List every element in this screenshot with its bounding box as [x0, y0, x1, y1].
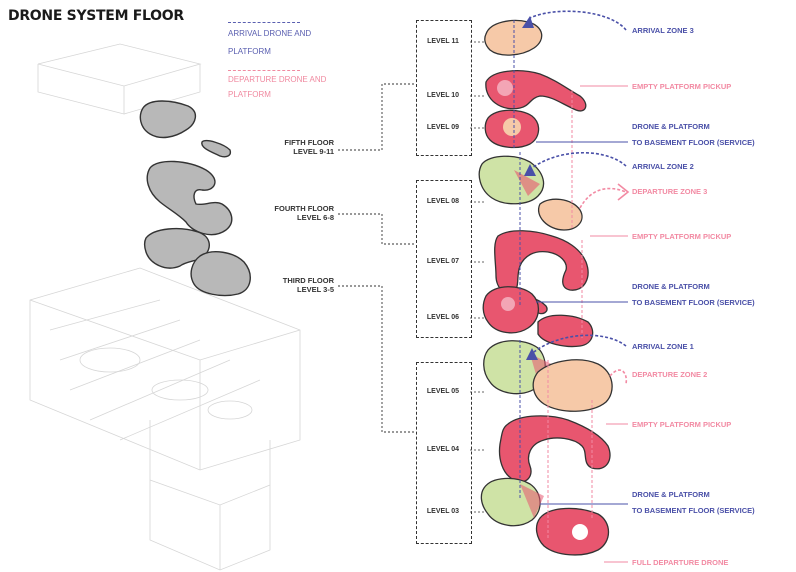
- level-label-05: LEVEL 05: [413, 388, 473, 395]
- level-label-07: LEVEL 07: [413, 258, 473, 265]
- level-09-platform: [485, 110, 538, 147]
- annotation-service-3-line2: TO BASEMENT FLOOR (SERVICE): [632, 506, 755, 516]
- annotation-service-3: DRONE & PLATFORM TO BASEMENT FLOOR (SERV…: [632, 490, 755, 516]
- level-label-10: LEVEL 10: [413, 92, 473, 99]
- level-label-09: LEVEL 09: [413, 124, 473, 131]
- floor-label-fourth: FOURTH FLOOR LEVEL 6-8: [262, 204, 334, 222]
- floor-label-fifth-name: FIFTH FLOOR: [262, 138, 334, 147]
- level-03-platform: [481, 478, 608, 555]
- annotation-arrival-zone-3: ARRIVAL ZONE 3: [632, 26, 694, 36]
- level-06-platform: [483, 287, 592, 347]
- annotation-empty-pickup-1: EMPTY PLATFORM PICKUP: [632, 82, 731, 92]
- annotation-service-2: DRONE & PLATFORM TO BASEMENT FLOOR (SERV…: [632, 282, 755, 308]
- annotation-service-1-line1: DRONE & PLATFORM: [632, 122, 755, 132]
- level-label-04: LEVEL 04: [413, 446, 473, 453]
- floor-label-fourth-name: FOURTH FLOOR: [262, 204, 334, 213]
- level-08-peach: [539, 199, 582, 230]
- level-label-08: LEVEL 08: [413, 198, 473, 205]
- level-connectors: [470, 42, 484, 512]
- annotation-service-3-line1: DRONE & PLATFORM: [632, 490, 755, 500]
- level-10-platform: [486, 71, 586, 111]
- annotation-departure-zone-2: DEPARTURE ZONE 2: [632, 370, 707, 380]
- annotation-service-1: DRONE & PLATFORM TO BASEMENT FLOOR (SERV…: [632, 122, 755, 148]
- floor-label-fourth-levels: LEVEL 6-8: [262, 213, 334, 222]
- floor-label-fifth-levels: LEVEL 9-11: [262, 147, 334, 156]
- departure-arcs: [580, 189, 626, 384]
- annotation-departure-zone-3: DEPARTURE ZONE 3: [632, 187, 707, 197]
- level-label-11: LEVEL 11: [413, 38, 473, 45]
- annotation-arrival-zone-2: ARRIVAL ZONE 2: [632, 162, 694, 172]
- level-label-03: LEVEL 03: [413, 508, 473, 515]
- level-label-06: LEVEL 06: [413, 314, 473, 321]
- floor-label-third-name: THIRD FLOOR: [262, 276, 334, 285]
- level-04-platform: [500, 416, 611, 482]
- annotation-arrival-zone-1: ARRIVAL ZONE 1: [632, 342, 694, 352]
- floor-label-third: THIRD FLOOR LEVEL 3-5: [262, 276, 334, 294]
- annotation-service-1-line2: TO BASEMENT FLOOR (SERVICE): [632, 138, 755, 148]
- annotation-full-departure: FULL DEPARTURE DRONE: [632, 558, 728, 568]
- annotation-service-2-line1: DRONE & PLATFORM: [632, 282, 755, 292]
- fourth-floor-slab: [147, 161, 232, 234]
- floor-label-third-levels: LEVEL 3-5: [262, 285, 334, 294]
- floor-connectors: [338, 84, 416, 432]
- level-08-platform: [479, 156, 543, 204]
- annotation-empty-pickup-3: EMPTY PLATFORM PICKUP: [632, 420, 731, 430]
- departure-arrowheads: [618, 184, 628, 200]
- third-floor-slab: [145, 229, 251, 296]
- fifth-floor-slab: [140, 101, 230, 157]
- annotation-empty-pickup-2: EMPTY PLATFORM PICKUP: [632, 232, 731, 242]
- annotation-service-2-line2: TO BASEMENT FLOOR (SERVICE): [632, 298, 755, 308]
- arrival-arcs: [530, 11, 626, 352]
- floor-label-fifth: FIFTH FLOOR LEVEL 9-11: [262, 138, 334, 156]
